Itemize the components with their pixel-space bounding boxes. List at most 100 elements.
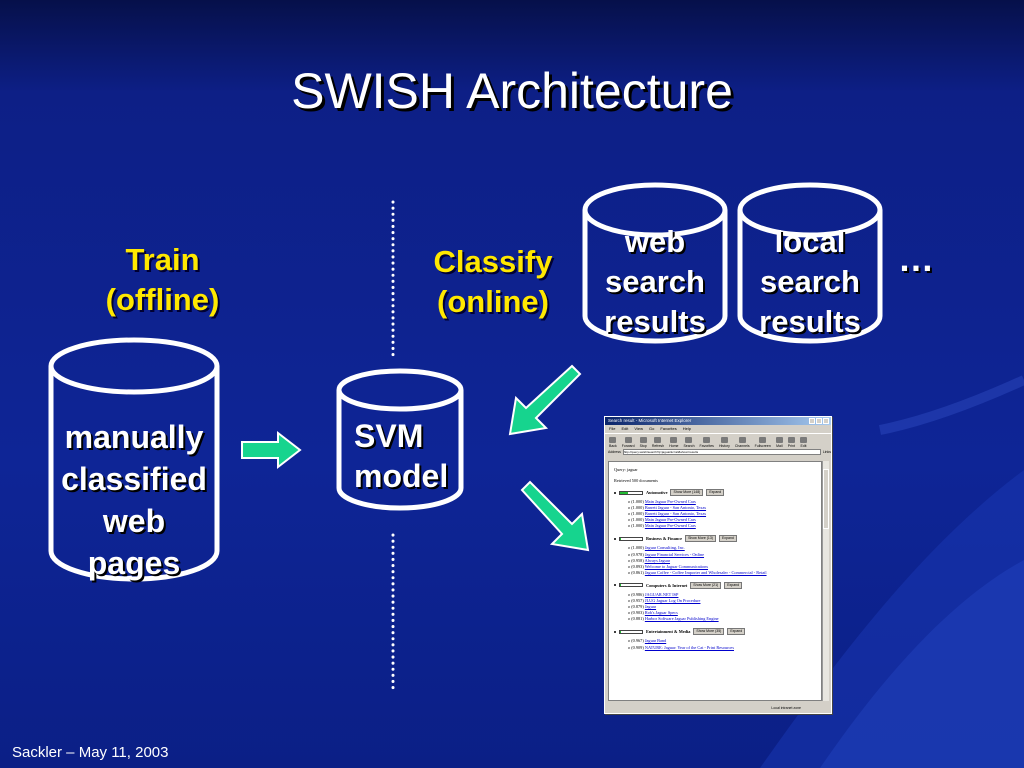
result-link[interactable]: Jaguar Financial Services - Online xyxy=(644,551,705,557)
category-relevance-fill xyxy=(620,491,628,494)
menu-help[interactable]: Help xyxy=(682,426,691,431)
category-name: Automotive xyxy=(646,490,668,495)
result-item: o (0.881) Harbor Software Jaguar Publish… xyxy=(614,616,816,622)
local-line2: search xyxy=(760,264,860,299)
expand-button[interactable]: Expand xyxy=(718,535,737,543)
menu-view[interactable]: View xyxy=(634,426,643,431)
maximize-button[interactable] xyxy=(816,418,822,424)
result-link[interactable]: Jaguar xyxy=(644,604,657,610)
edit-button[interactable]: Edit xyxy=(799,437,807,448)
result-link[interactable]: JLUG Jaguar Log On Procedure xyxy=(644,598,701,604)
mail-button[interactable]: Mail xyxy=(775,437,783,448)
classify-label-line1: Classify xyxy=(433,244,553,279)
manual-line3: web xyxy=(102,503,166,539)
result-score: (1.000) xyxy=(631,517,644,523)
result-link[interactable]: NATURE: Jaguar: Year of the Cat - Print … xyxy=(644,644,734,650)
result-item: o (1.000) Main Jaguar Pre-Owned Cars xyxy=(614,499,816,505)
result-link[interactable]: Always Jaguar xyxy=(644,557,671,563)
scrollbar-thumb[interactable] xyxy=(823,469,829,529)
home-button[interactable]: Home xyxy=(669,437,678,448)
menu-file[interactable]: File xyxy=(609,426,616,431)
result-link[interactable]: Harbor Software Jaguar Publishing Engine xyxy=(644,616,719,622)
category-relevance-bar xyxy=(619,629,643,634)
bullet-icon xyxy=(614,630,616,633)
stop-button[interactable]: Stop xyxy=(640,437,647,448)
browser-window-screenshot: Search result - Microsoft Internet Explo… xyxy=(604,416,832,714)
bullet-icon xyxy=(614,491,616,494)
result-link[interactable]: Welcome to Jaguar Communications xyxy=(644,563,709,569)
favorites-button[interactable]: Favorites xyxy=(700,437,714,448)
fullscreen-button[interactable]: Fullscreen xyxy=(755,437,771,448)
category-relevance-fill xyxy=(620,537,622,540)
local-line1: local xyxy=(774,224,846,259)
menu-go[interactable]: Go xyxy=(648,426,655,431)
train-label: Train (offline) xyxy=(80,240,245,320)
local-search-results-label: local search results xyxy=(735,222,885,342)
back-icon xyxy=(609,437,617,443)
forward-button[interactable]: Forward xyxy=(622,437,635,448)
browser-page-content: Query: jaguar Retrieved 500 documents Au… xyxy=(608,461,822,701)
web-search-results-label: web search results xyxy=(580,222,730,342)
show-more-button[interactable]: Show More (35) xyxy=(693,628,725,636)
web-line1: web xyxy=(624,224,686,259)
classify-label: Classify (online) xyxy=(412,242,574,322)
browser-window-title: Search result - Microsoft Internet Explo… xyxy=(608,418,692,423)
result-link[interactable]: Main Jaguar Pre-Owned Cars xyxy=(644,517,696,523)
refresh-button[interactable]: Refresh xyxy=(652,437,664,448)
result-bullet-icon: o xyxy=(628,610,632,616)
slide-title: SWISH Architecture xyxy=(291,63,733,119)
search-button[interactable]: Search xyxy=(683,437,695,448)
menu-favorites[interactable]: Favorites xyxy=(660,426,677,431)
search-icon xyxy=(685,437,693,443)
result-item: o (0.861) Jaguar Coffee - Coffee Importe… xyxy=(614,570,816,576)
address-input[interactable]: http://query.swish/search?q=jaguar&c=all… xyxy=(622,449,821,455)
result-link[interactable]: Barrett Jaguar - San Antonio, Texas xyxy=(644,511,707,517)
back-button[interactable]: Back xyxy=(609,437,617,448)
channels-button[interactable]: Channels xyxy=(735,437,750,448)
svm-model-database-icon xyxy=(336,368,464,511)
result-bullet-icon: o xyxy=(628,563,632,569)
category-relevance-bar xyxy=(619,583,643,588)
result-link[interactable]: Jaguar Coffee - Coffee Importer and Whol… xyxy=(644,569,767,575)
print-icon xyxy=(787,437,795,443)
show-more-button[interactable]: Show More (148) xyxy=(670,489,704,496)
category-name: Computers & Internet xyxy=(646,582,688,588)
result-item: o (1.000) Barrett Jaguar - San Antonio, … xyxy=(614,511,816,517)
manual-pages-label: manually classified web pages xyxy=(46,416,222,584)
show-more-button[interactable]: Show More (21) xyxy=(690,581,722,589)
result-item: o (0.967) Jaguar Band xyxy=(614,638,816,644)
manual-line1: manually xyxy=(64,419,204,455)
result-link[interactable]: Main Jaguar Pre-Owned Cars xyxy=(644,523,696,529)
minimize-button[interactable] xyxy=(809,418,815,424)
result-bullet-icon: o xyxy=(628,591,632,597)
local-search-results-database-icon xyxy=(737,182,883,344)
category-relevance-fill xyxy=(620,584,622,587)
expand-button[interactable]: Expand xyxy=(727,628,746,636)
result-link[interactable]: Jaguar Consulting, Inc. xyxy=(644,545,685,551)
expand-button[interactable]: Expand xyxy=(706,489,725,496)
result-link[interactable]: Jaguar Band xyxy=(644,638,667,644)
result-item: o (0.893) Welcome to Jaguar Communicatio… xyxy=(614,564,816,570)
result-link[interactable]: JAGUAR.NET ISP xyxy=(644,591,679,597)
links-label[interactable]: Links xyxy=(822,450,831,454)
print-button[interactable]: Print xyxy=(788,437,795,448)
stop-icon xyxy=(639,437,647,443)
result-bullet-icon: o xyxy=(628,644,632,650)
dotted-separator xyxy=(391,200,395,695)
result-link[interactable]: Rob's Jaguar Specs xyxy=(644,610,678,616)
favorites-icon xyxy=(703,437,711,443)
mail-icon xyxy=(775,437,783,443)
train-label-line1: Train xyxy=(125,242,200,277)
vertical-scrollbar[interactable] xyxy=(822,461,829,701)
show-more-button[interactable]: Show More (13) xyxy=(685,535,716,543)
bullet-icon xyxy=(614,537,616,540)
menu-edit[interactable]: Edit xyxy=(621,426,629,431)
close-button[interactable] xyxy=(823,418,829,424)
result-link[interactable]: Main Jaguar Pre-Owned Cars xyxy=(644,499,696,504)
expand-button[interactable]: Expand xyxy=(724,581,743,589)
history-button[interactable]: History xyxy=(719,437,730,448)
result-bullet-icon: o xyxy=(628,638,632,644)
result-link[interactable]: Barrett Jaguar - San Antonio, Texas xyxy=(644,505,707,511)
